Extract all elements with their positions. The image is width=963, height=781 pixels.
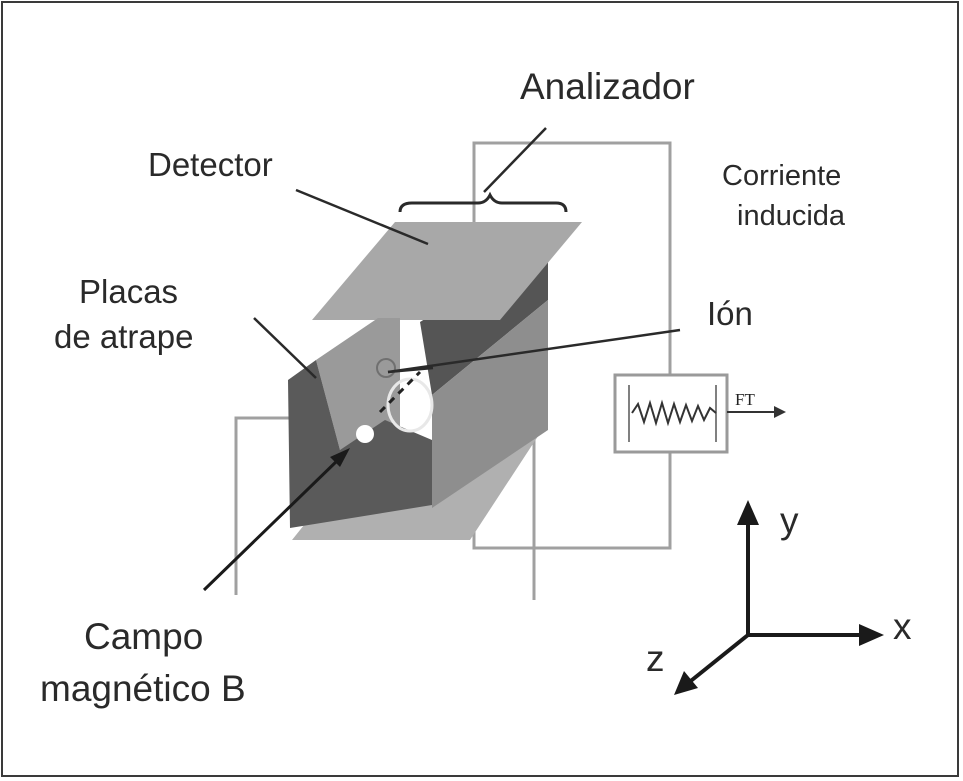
trapping-plates-label-line1: Placas — [79, 273, 179, 310]
magnetic-field-hole — [356, 425, 374, 443]
magnetic-field-label-line1: Campo — [84, 616, 204, 657]
signal-waveform — [631, 399, 717, 427]
x-axis-arrowhead — [859, 624, 884, 646]
ft-label: FT — [735, 390, 755, 409]
coordinate-axes — [674, 500, 884, 695]
induced-current-label-line1: Corriente — [722, 160, 842, 192]
x-axis-label: x — [893, 606, 912, 647]
ion-leader — [387, 328, 681, 374]
y-axis-arrowhead — [737, 500, 759, 525]
z-axis-arrowhead — [674, 671, 698, 695]
analyzer-bracket — [398, 191, 568, 213]
magnetic-field-arrow-shaft — [202, 456, 342, 592]
leader-lines — [253, 127, 681, 379]
ion-path-dashes — [378, 370, 422, 414]
ion-orbit — [376, 358, 396, 378]
left-trapping-plate-front — [288, 360, 432, 528]
detector-label: Detector — [148, 146, 273, 183]
ion-trajectory — [386, 377, 434, 433]
magnetic-field-arrow-head — [330, 448, 350, 467]
analyzer-label: Analizador — [520, 66, 695, 107]
ion-label: Ión — [707, 295, 753, 332]
y-axis-label: y — [780, 500, 799, 541]
z-axis-line — [685, 633, 750, 686]
ion-leader-tip — [387, 366, 434, 374]
analyzer-wire — [472, 141, 672, 375]
induced-current-label-line2: inducida — [737, 200, 846, 232]
detector-leader — [295, 188, 429, 246]
left-plate-lead — [234, 416, 290, 595]
trapping-plates-label-line2: de atrape — [54, 318, 194, 355]
z-axis-label: z — [646, 638, 665, 679]
trapping-plates-leader — [253, 317, 317, 379]
left-trapping-plate-back — [316, 318, 400, 450]
top-detector-plate — [312, 222, 582, 320]
magnetic-field-label-line2: magnético B — [40, 668, 246, 709]
ft-output-arrow — [774, 406, 786, 418]
analyzer-leader — [483, 127, 547, 193]
